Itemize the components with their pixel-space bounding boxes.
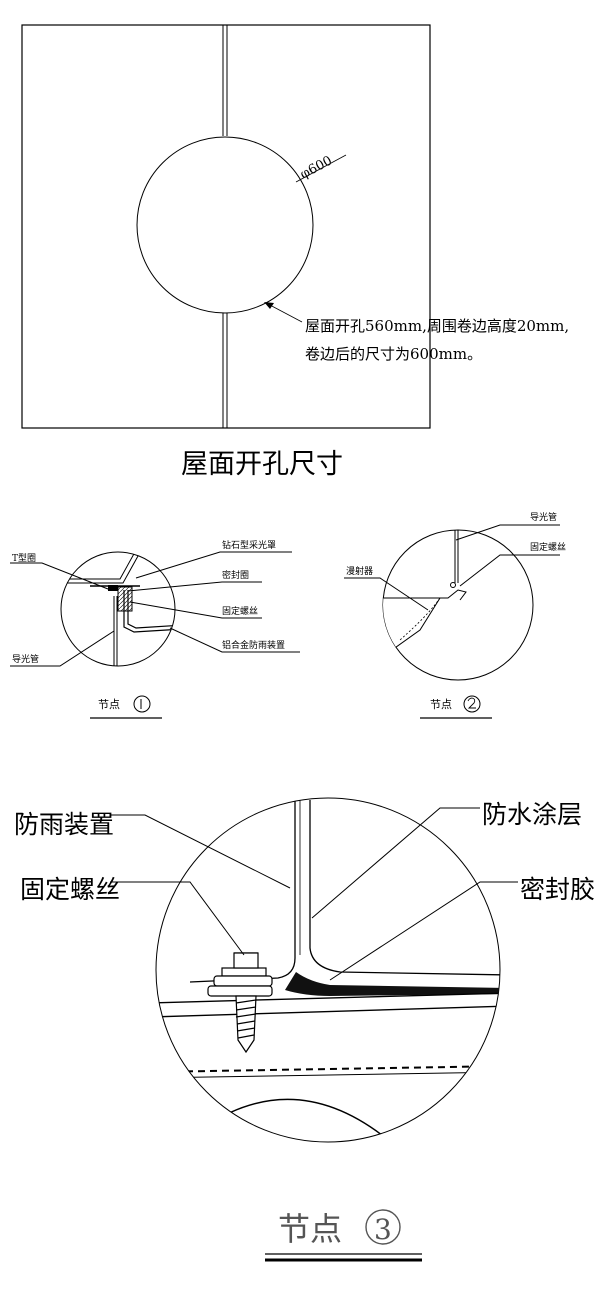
node-3-number: 3 — [374, 1213, 392, 1246]
node-3-sealant-label: 密封胶 — [520, 875, 595, 904]
roof-opening-panel: φ600 屋面开孔560mm,周围卷边高度20mm, 卷边后的尺寸为600mm。… — [21, 24, 569, 480]
node-3-fix-screw-label: 固定螺丝 — [20, 875, 120, 904]
node-2-detail: 导光管 固定螺丝 漫射器 节点 ② — [344, 511, 566, 719]
node-2-light-guide-label: 导光管 — [530, 511, 557, 523]
node-1-detail: T型圈 导光管 钻石型采光罩 密封圈 固定螺丝 铝合金防雨装置 节点 ① — [10, 539, 300, 719]
node-2-fix-screw-label: 固定螺丝 — [530, 541, 566, 553]
node-2-caption: 节点 — [430, 698, 452, 711]
roof-sheet-outline — [21, 24, 431, 429]
rain-device-label: 铝合金防雨装置 — [222, 639, 285, 651]
diffuser-label: 漫射器 — [346, 565, 373, 577]
t-ring-label: T型圈 — [12, 553, 36, 564]
annotation-line-2: 卷边后的尺寸为600mm。 — [305, 345, 482, 363]
node-3-detail: 防雨装置 固定螺丝 防水涂层 密封胶 节点 3 — [14, 797, 595, 1262]
node-1-circle — [60, 551, 176, 667]
seal-ring-label: 密封圈 — [222, 569, 249, 581]
node-1-caption: 节点 — [98, 698, 120, 711]
light-guide-label: 导光管 — [12, 653, 39, 665]
node-3-caption: 节点 — [278, 1210, 342, 1248]
annotation-line-1: 屋面开孔560mm,周围卷边高度20mm, — [305, 317, 569, 335]
roof-opening-circle — [136, 136, 314, 314]
fix-screw-label: 固定螺丝 — [222, 605, 258, 617]
node-3-circle — [155, 797, 501, 1143]
dimension-leader — [295, 154, 347, 183]
panel-title: 屋面开孔尺寸 — [181, 449, 343, 480]
node-3-waterproof-label: 防水涂层 — [482, 800, 582, 829]
diamond-cover-label: 钻石型采光罩 — [222, 539, 276, 551]
diameter-label: φ600 — [298, 153, 335, 182]
node-3-rain-device-label: 防雨装置 — [14, 810, 114, 839]
annotation-leader — [267, 303, 303, 323]
